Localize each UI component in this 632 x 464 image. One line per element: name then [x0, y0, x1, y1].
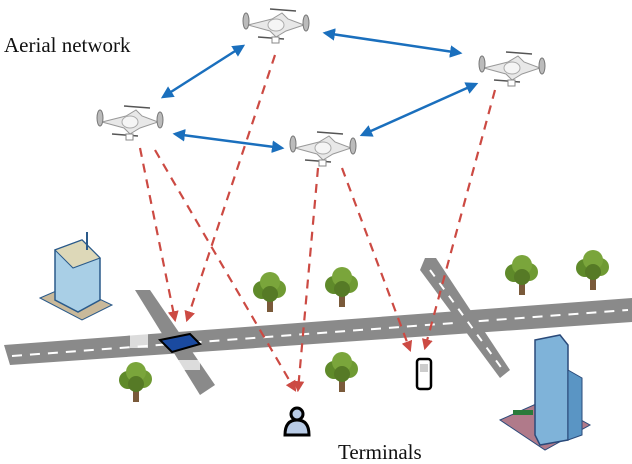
- tree-icon: [576, 250, 609, 290]
- phone-icon: [415, 357, 433, 391]
- beam-left-person: [154, 149, 297, 392]
- tree-icon: [119, 362, 152, 402]
- drone-icon: [289, 131, 357, 167]
- car-icon: [157, 332, 202, 354]
- beam-center-phone: [340, 167, 413, 353]
- link-top-right: [322, 28, 463, 58]
- beam-left-car: [138, 147, 179, 323]
- downlink-beams: [138, 54, 497, 393]
- building-left-icon: [38, 232, 114, 321]
- building-right-icon: [498, 334, 592, 451]
- road-cross-right: [420, 258, 510, 378]
- drone-icon: [242, 8, 310, 44]
- tree-icon: [253, 272, 286, 312]
- beam-right-phone: [421, 89, 497, 351]
- beam-center-person: [293, 167, 320, 393]
- tree-icon: [325, 267, 358, 307]
- drone-icon: [478, 51, 546, 87]
- tree-icon: [505, 255, 538, 295]
- beam-top-car: [184, 54, 277, 323]
- link-center-right: [359, 82, 479, 137]
- link-top-left: [160, 44, 246, 99]
- road-main: [4, 298, 632, 365]
- terminals-label: Terminals: [338, 440, 422, 464]
- aerial-network-label: Aerial network: [4, 33, 131, 57]
- link-left-center: [172, 129, 285, 153]
- drone-icon: [96, 105, 164, 141]
- person-icon: [283, 406, 311, 437]
- aerial-links: [160, 28, 479, 153]
- tree-icon: [325, 352, 358, 392]
